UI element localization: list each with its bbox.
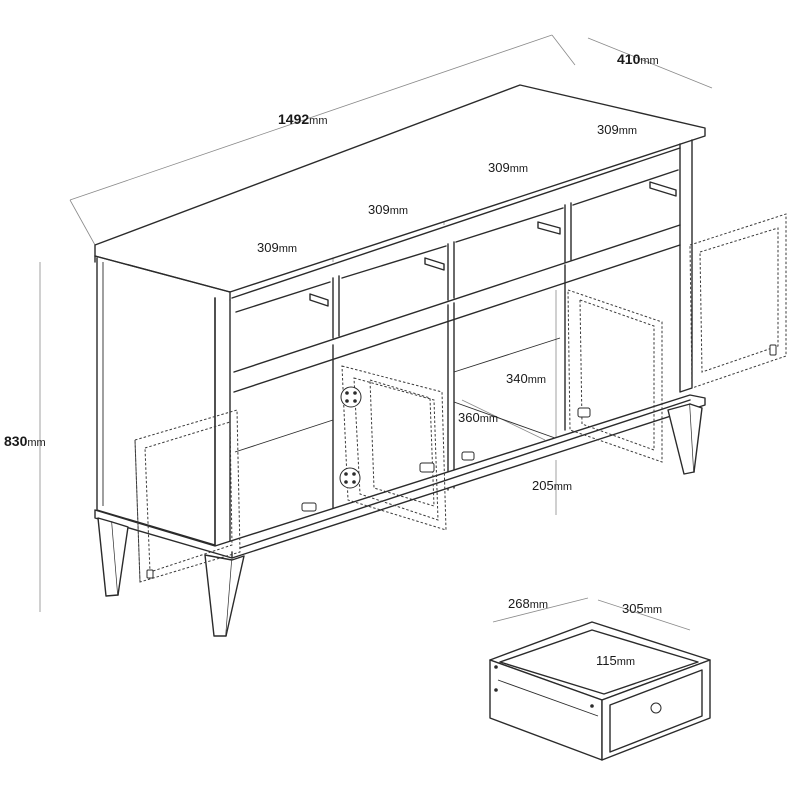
label-drawer-width: 268mm [508,596,548,611]
label-overall-depth: 410mm [617,51,659,67]
catch-icon [146,569,154,579]
label-drawer-opening-2: 309mm [368,202,408,217]
label-leg-height: 205mm [532,478,572,493]
label-interior-height: 340mm [506,371,546,386]
label-drawer-opening-3: 309mm [488,160,528,175]
label-interior-depth: 360mm [458,410,498,425]
label-drawer-height: 115mm [596,653,635,668]
catch-icon [419,462,435,473]
catch-icon [301,502,317,512]
catch-icon [769,344,777,356]
label-drawer-depth: 305mm [622,601,662,616]
catch-icon [461,451,475,461]
sideboard-cabinet [94,84,706,637]
label-drawer-opening-1: 309mm [257,240,297,255]
drawer-detail [489,621,711,761]
drawer-knob-icon [650,702,662,714]
label-overall-height: 830mm [4,433,46,449]
cabinet-doors [134,213,787,583]
label-drawer-opening-4: 309mm [597,122,637,137]
hinge-lower-icon [339,467,361,489]
label-overall-width: 1492mm [278,111,327,127]
hinge-upper-icon [340,386,362,408]
dimension-labels: 1492mm 410mm 830mm 309mm 309mm 309mm 309… [4,51,662,668]
catch-icon [577,407,591,418]
